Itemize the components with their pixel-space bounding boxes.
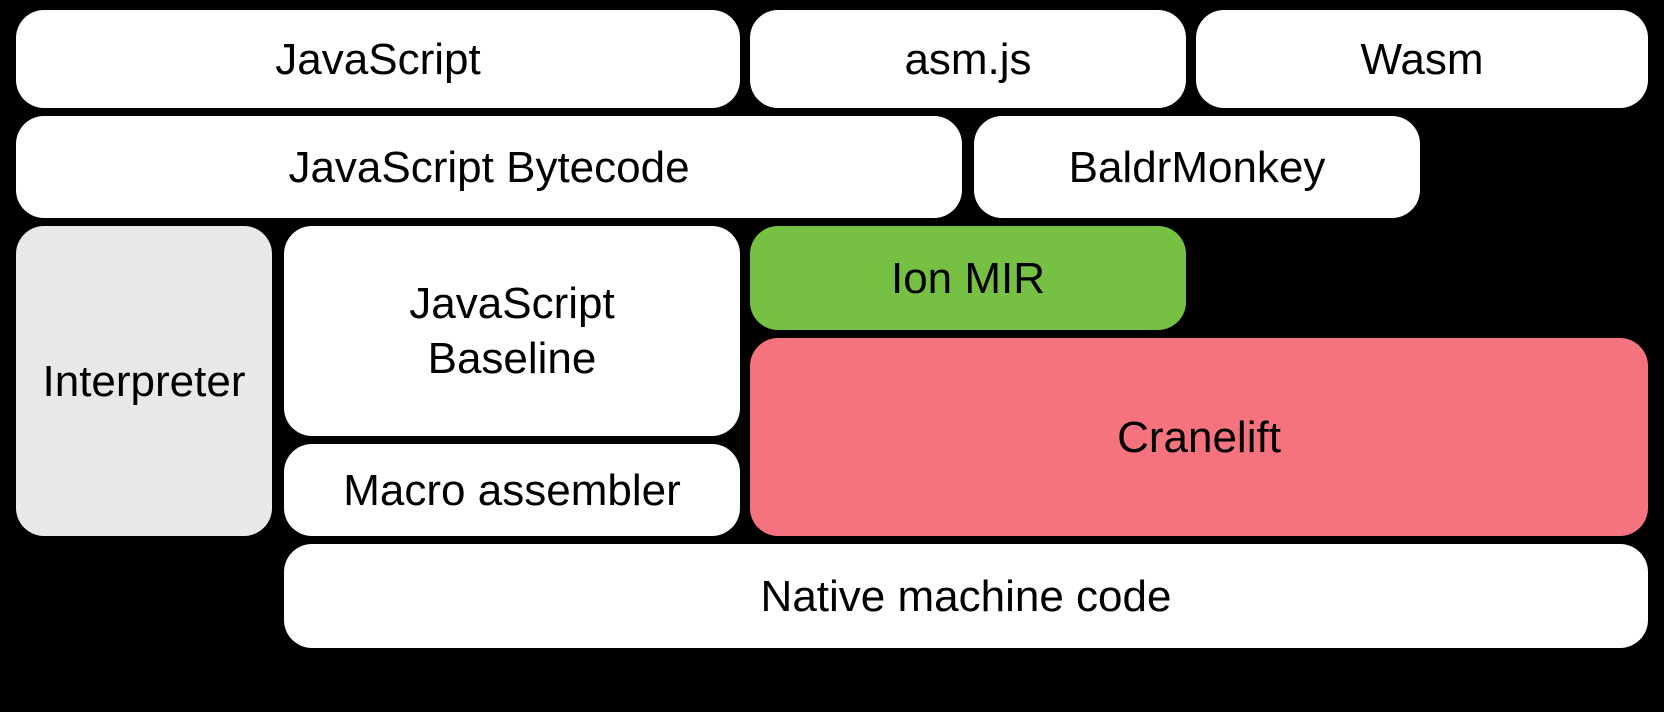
- box-interpreter-label: Interpreter: [42, 356, 246, 406]
- box-javascript-label: JavaScript: [275, 34, 481, 84]
- box-baldrmonkey-label: BaldrMonkey: [1068, 142, 1326, 192]
- box-native-machine-code: Native machine code: [284, 544, 1648, 648]
- box-wasm-label: Wasm: [1360, 34, 1484, 84]
- box-native-machine-code-label: Native machine code: [760, 571, 1172, 621]
- box-baldrmonkey: BaldrMonkey: [974, 116, 1420, 218]
- box-javascript-bytecode-label: JavaScript Bytecode: [288, 142, 690, 192]
- box-cranelift-label: Cranelift: [1117, 412, 1281, 462]
- box-javascript-baseline-label: JavaScript Baseline: [409, 279, 615, 383]
- box-ion-mir: Ion MIR: [750, 226, 1186, 330]
- box-javascript-bytecode: JavaScript Bytecode: [16, 116, 962, 218]
- box-javascript-baseline: JavaScript Baseline: [284, 226, 740, 436]
- box-wasm: Wasm: [1196, 10, 1648, 108]
- box-interpreter: Interpreter: [16, 226, 272, 536]
- box-ion-mir-label: Ion MIR: [890, 253, 1046, 303]
- box-asmjs: asm.js: [750, 10, 1186, 108]
- box-cranelift: Cranelift: [750, 338, 1648, 536]
- box-asmjs-label: asm.js: [904, 34, 1032, 84]
- box-macro-assembler: Macro assembler: [284, 444, 740, 536]
- box-javascript: JavaScript: [16, 10, 740, 108]
- box-macro-assembler-label: Macro assembler: [343, 465, 681, 515]
